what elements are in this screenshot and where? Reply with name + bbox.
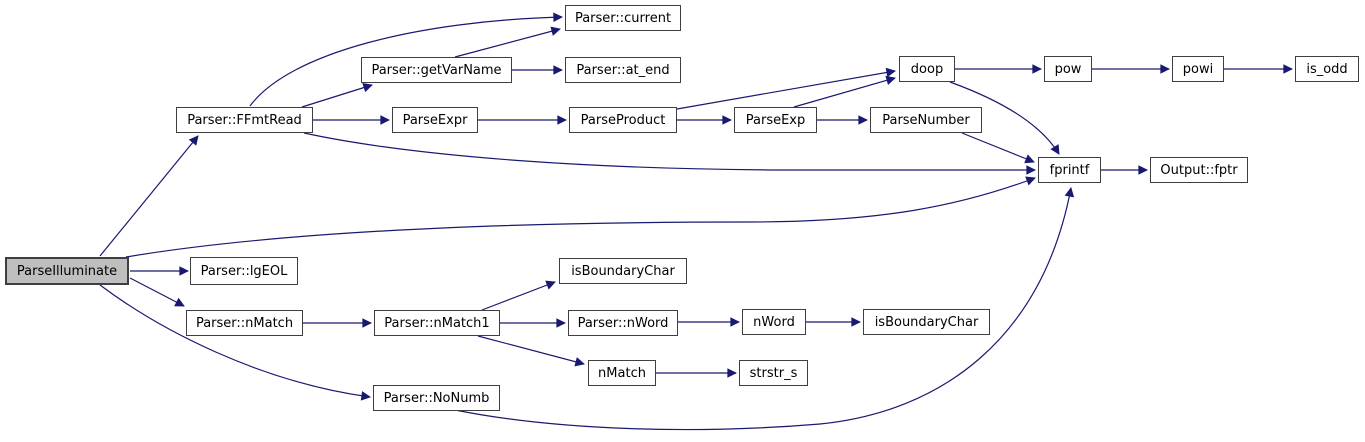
node-ParseExp[interactable]: ParseExp <box>734 107 817 133</box>
edge-FFmtRead-fprintf <box>303 132 1036 175</box>
node-NoNumb[interactable]: Parser::NoNumb <box>373 385 500 411</box>
edge-ParseIlluminate-fprintf <box>125 176 1036 258</box>
node-fprintf[interactable]: fprintf <box>1038 157 1101 183</box>
node-ParseProduct[interactable]: ParseProduct <box>569 107 677 133</box>
node-Output_fptr[interactable]: Output::fptr <box>1150 157 1248 183</box>
node-strstr_s[interactable]: strstr_s <box>739 360 808 386</box>
edge-FFmtRead-getVarName <box>301 83 373 108</box>
node-ParseIlluminate: ParseIlluminate <box>5 257 129 285</box>
edge-ParseProduct-doop <box>676 67 896 110</box>
node-ParseExpr[interactable]: ParseExpr <box>392 107 478 133</box>
edge-ParseIlluminate-NoNumb <box>99 284 371 401</box>
node-pow[interactable]: pow <box>1044 56 1092 82</box>
node-powi[interactable]: powi <box>1172 56 1224 82</box>
node-nMatch1[interactable]: Parser::nMatch1 <box>374 310 500 336</box>
node-isBoundaryChar2[interactable]: isBoundaryChar <box>863 309 990 335</box>
node-current[interactable]: Parser::current <box>565 5 681 31</box>
edge-nMatch1-isBoundaryChar <box>481 280 556 311</box>
node-nMatch[interactable]: nMatch <box>588 360 656 386</box>
node-nWord[interactable]: nWord <box>742 309 806 335</box>
node-Parser_nWord[interactable]: Parser::nWord <box>568 310 678 336</box>
edge-ParseNumber-fprintf <box>961 132 1035 164</box>
edge-group <box>99 12 1293 431</box>
edge-ParseIlluminate-Parser_nMatch <box>129 277 185 307</box>
node-ParseNumber[interactable]: ParseNumber <box>870 107 982 133</box>
node-getVarName[interactable]: Parser::getVarName <box>361 57 512 83</box>
node-doop[interactable]: doop <box>899 56 955 82</box>
node-isBoundaryChar[interactable]: isBoundaryChar <box>559 258 687 284</box>
edge-ParseIlluminate-FFmtRead <box>99 135 199 257</box>
edge-getVarName-current <box>454 26 561 58</box>
node-Parser_nMatch[interactable]: Parser::nMatch <box>186 310 303 336</box>
node-at_end[interactable]: Parser::at_end <box>565 57 681 83</box>
node-is_odd[interactable]: is_odd <box>1295 56 1359 82</box>
edge-nMatch1-nMatch <box>477 335 585 367</box>
node-lgEOL[interactable]: Parser::lgEOL <box>190 257 298 285</box>
node-FFmtRead[interactable]: Parser::FFmtRead <box>176 107 313 133</box>
edge-ParseExp-doop <box>793 75 896 108</box>
